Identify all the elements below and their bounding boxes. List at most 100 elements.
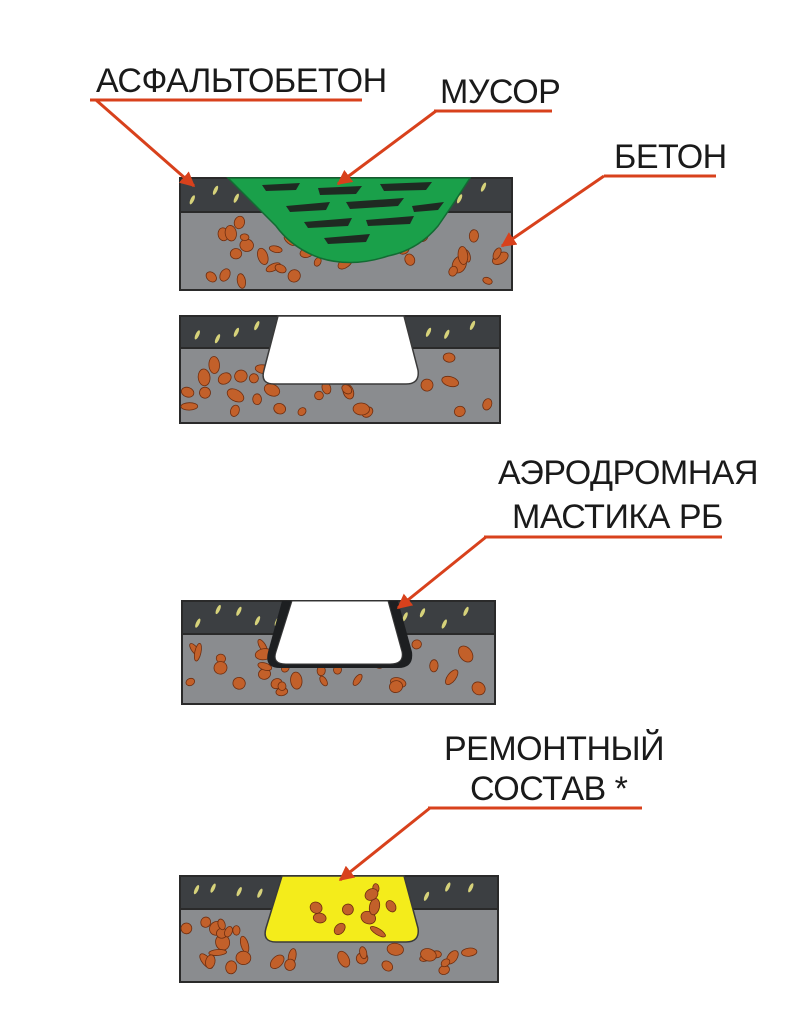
aggregate-stone [219,268,231,282]
aggregate-stone [232,925,241,936]
asphalt-speck [444,329,450,339]
aggregate-stone [369,925,386,938]
aggregate-stone [199,386,211,399]
aggregate-stone [273,403,287,415]
aggregate-stone [252,393,262,405]
asphalt-speck [236,887,242,897]
aggregate-stone [205,271,217,283]
aggregate-stone [208,356,220,374]
asphalt-speck [254,616,261,626]
arrow-debris [336,109,437,186]
asphalt-speck [210,883,216,893]
aggregate-stone [411,639,422,650]
asphalt-speck [194,330,200,340]
aggregate-stone [404,253,416,266]
debris-fragments [262,182,444,244]
aggregate-stone [180,402,199,411]
aggregate-stone [208,949,227,956]
aggregate-stone [309,901,323,914]
aggregate-stone [235,950,252,966]
aggregate-stone [257,247,269,265]
aggregate-stone [232,676,246,690]
asphalt-speck [463,606,469,616]
aggregate-stone [287,269,301,283]
label-mastic-text-2: МАСТИКА РБ [512,498,723,536]
asphalt-speck [257,888,263,898]
aggregate-stone [297,407,307,417]
repair-mix-fill [264,875,419,943]
asphalt-speck [402,612,408,622]
label-debris: МУСОР [336,73,561,186]
aggregate-stone [229,404,240,417]
asphalt-speck [456,194,463,204]
aggregate-stone [312,912,327,924]
aggregate-stone [364,888,379,901]
section-cleaned [179,315,501,424]
asphalt-speck [215,604,221,615]
label-asphalt: АСФАЛЬТОБЕТОН [90,62,387,188]
primed-cavity [274,600,403,665]
aggregate-stone [257,662,273,671]
cleaned-cavity [262,315,419,385]
aggregate-stone [314,390,324,401]
section-repair [179,875,499,983]
section-debris [179,177,513,291]
aggregate-stone [239,233,250,241]
asphalt-speck [423,891,430,901]
aggregate-stone [482,276,493,285]
label-repair-text-2: СОСТАВ * [470,770,628,808]
section-mastic [181,600,496,705]
aggregate-stone [226,388,245,403]
aggregate-stone [457,246,469,265]
aggregate-stone [248,373,259,384]
aggregate-stone [448,265,458,277]
asphalt-speck [193,885,200,895]
label-mastic-text-1: АЭРОДРОМНАЯ [498,454,758,492]
asphalt-speck [189,195,195,205]
aggregate-stone [217,918,226,931]
aggregate-stones [180,350,493,418]
asphalt-speck [254,321,260,331]
label-mastic: АЭРОДРОМНАЯ МАСТИКА РБ [396,454,759,610]
label-concrete: БЕТОН [500,138,727,248]
aggregate-stone [368,898,381,916]
aggregate-stone [197,368,211,387]
aggregate-stone [482,398,493,411]
arrow-concrete [500,174,605,248]
aggregate-stone [319,675,328,687]
asphalt-speck [233,327,240,337]
aggregate-stone [180,386,195,398]
aggregate-stone [180,922,193,935]
aggregate-stone [458,645,474,663]
aggregate-stone [442,352,456,363]
aggregate-stone [420,378,434,392]
aggregate-stone [185,677,196,687]
aggregate-stone [342,903,354,916]
aggregate-stone [337,950,351,968]
aggregate-stone [341,384,353,395]
aggregate-stone [461,947,478,957]
aggregate-stone [492,247,502,260]
aggregate-stone [217,372,232,385]
aggregate-stone [200,916,212,928]
asphalt-speck [236,606,242,616]
label-asphalt-text: АСФАЛЬТОБЕТОН [96,62,387,100]
asphalt-speck [480,182,487,192]
aggregate-stone [389,680,403,693]
aggregate-stone [224,225,237,242]
aggregate-stone [471,681,486,696]
asphalt-speck [419,608,426,618]
aggregate-stone [229,248,243,260]
aggregate-stone [205,954,216,969]
arrow-asphalt [95,98,196,188]
aggregate-stone [386,942,404,956]
aggregate-stone [193,642,202,662]
aggregate-stone [225,960,238,975]
repair-mix-aggregate [309,883,397,938]
aggregate-stone [213,661,228,675]
aggregate-stone [234,369,248,383]
aggregate-stone [290,671,303,690]
aggregate-stone [468,229,479,243]
asphalt-speck [441,619,447,629]
